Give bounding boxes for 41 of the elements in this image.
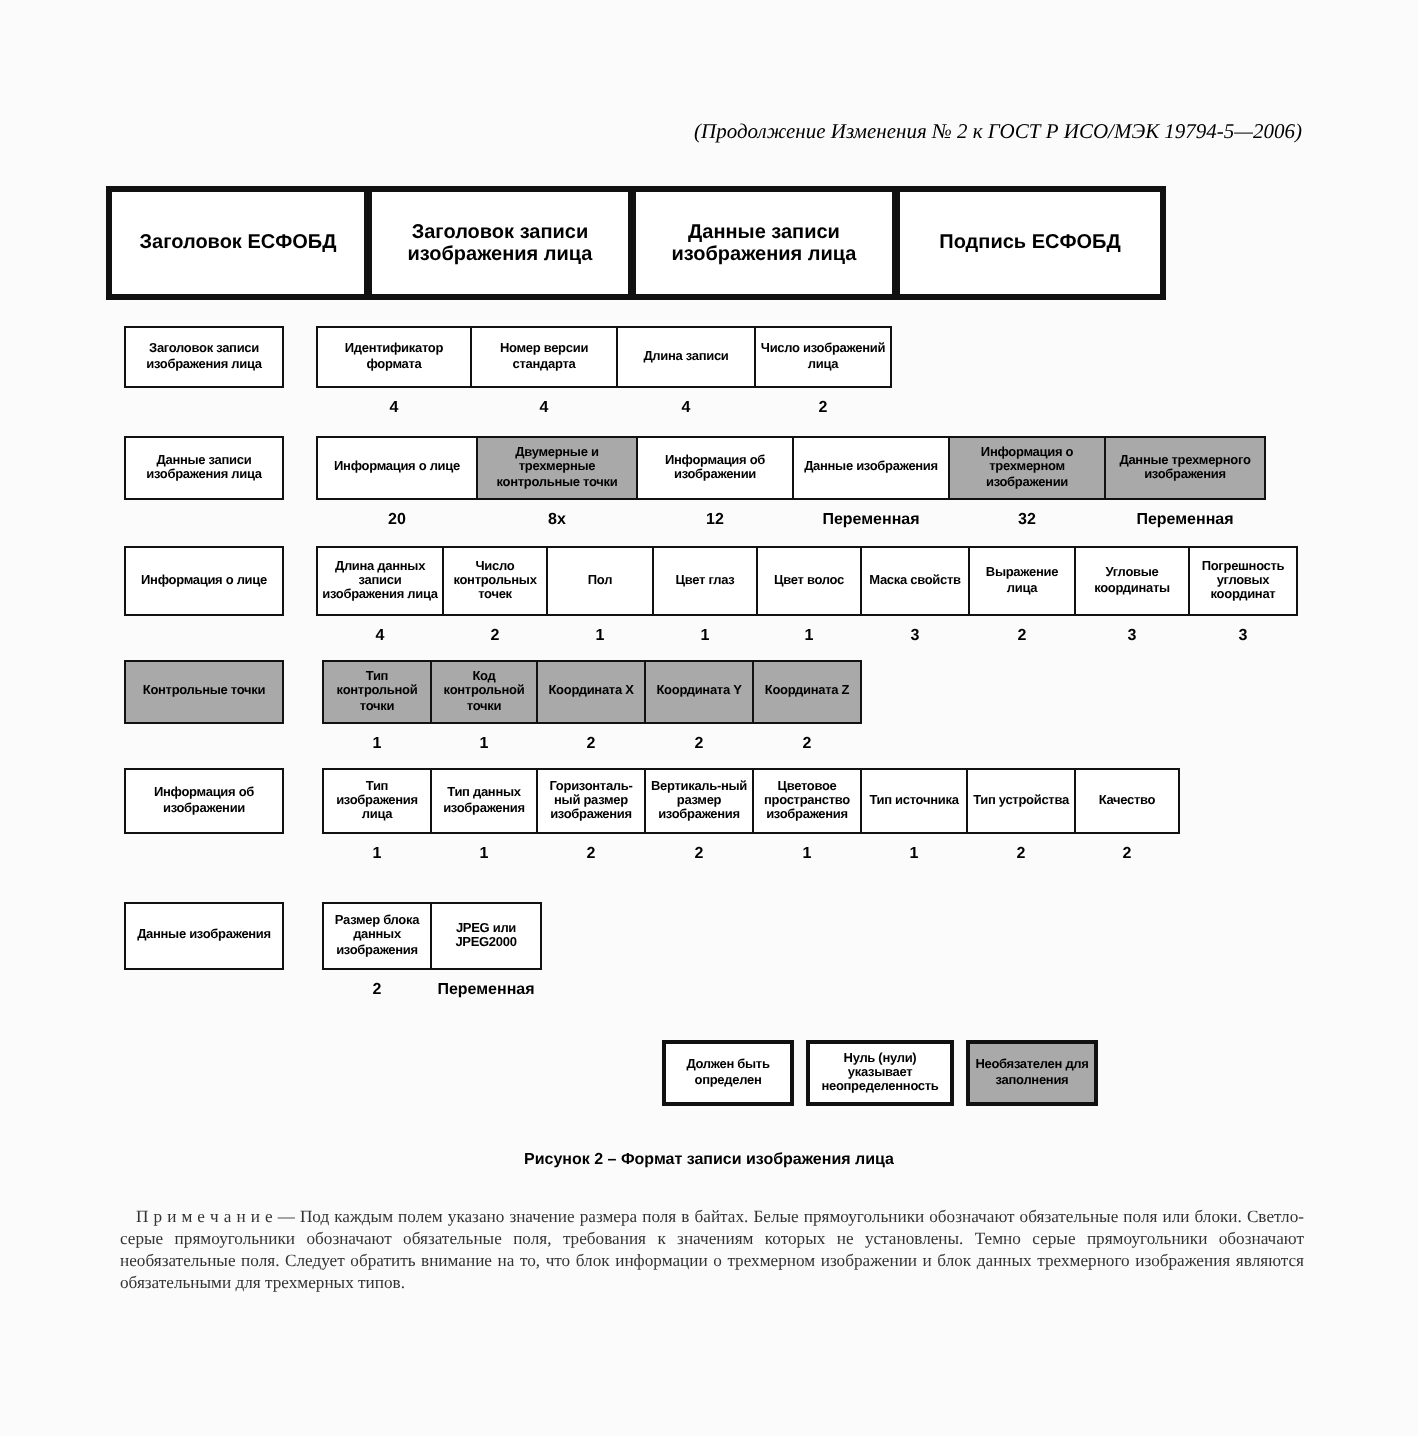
field-size: 2 — [586, 844, 596, 862]
field-size: Переменная — [1136, 510, 1234, 528]
field-size: 1 — [909, 844, 919, 862]
record-block: Подпись ЕСФОБД — [894, 186, 1166, 300]
field-size: 1 — [700, 626, 710, 644]
field-size: 3 — [1127, 626, 1137, 644]
figure-caption: Рисунок 2 – Формат записи изображения лица — [522, 1150, 896, 1168]
field-size: 1 — [479, 844, 489, 862]
field-size: 3 — [1238, 626, 1248, 644]
field-size: 1 — [804, 626, 814, 644]
field-size: 4 — [539, 398, 549, 416]
field-size: 4 — [389, 398, 399, 416]
field-size: 32 — [1018, 510, 1036, 528]
field-size: Переменная — [822, 510, 920, 528]
field-size: 2 — [490, 626, 500, 644]
record-block: Данные записи изображения лица — [630, 186, 898, 300]
record-block: Заголовок ЕСФОБД — [106, 186, 370, 300]
page-header: (Продолжение Изменения № 2 к ГОСТ Р ИСО/МЭК 19794-5—2006) — [694, 122, 1302, 144]
field-size: 2 — [694, 734, 704, 752]
field-size: 2 — [694, 844, 704, 862]
field-size: 8x — [548, 510, 566, 528]
field-size: 12 — [706, 510, 724, 528]
field-size: 4 — [681, 398, 691, 416]
field-size: 1 — [372, 844, 382, 862]
field-size: 1 — [595, 626, 605, 644]
field-size: 1 — [372, 734, 382, 752]
note-text: П р и м е ч а н и е — Под каждым полем указано значение размера поля в байтах. Белые прямоугольники обозначают обязательные поля или блоки. Светло-серые прямоугольники обозначают обязательные поля, требования к значениям которых не установлены. Темно серые прямоугольники обозначают необязательные поля. Следует обратить внимание на то, что блок информации о трехмерном изображении и блок данных трехмерного изображения являются обязательными для трехмерных типов. — [120, 1206, 1304, 1294]
field-size: 20 — [388, 510, 406, 528]
field-size: 2 — [586, 734, 596, 752]
field-size: 2 — [1017, 626, 1027, 644]
field-size: 2 — [1122, 844, 1132, 862]
field-size: 2 — [372, 980, 382, 998]
record-block: Заголовок записи изображения лица — [366, 186, 634, 300]
field-size: 2 — [802, 734, 812, 752]
field-size: 2 — [818, 398, 828, 416]
field-size: 4 — [375, 626, 385, 644]
field-size: 2 — [1016, 844, 1026, 862]
field-size: 1 — [802, 844, 812, 862]
field-size: 3 — [910, 626, 920, 644]
field-size: 1 — [479, 734, 489, 752]
field-size: Переменная — [437, 980, 535, 998]
